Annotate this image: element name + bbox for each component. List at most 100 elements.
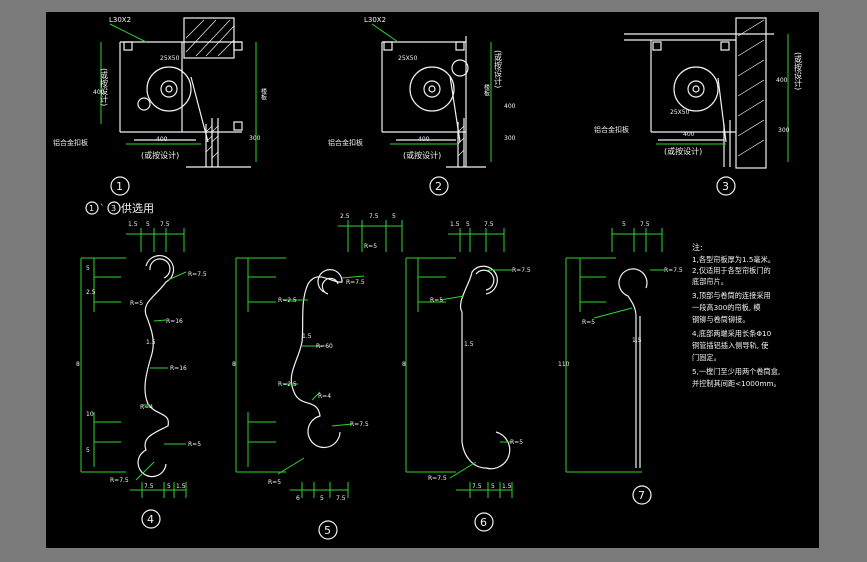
svg-text:R=7.5: R=7.5 bbox=[188, 271, 207, 278]
profile7-number: 7 bbox=[638, 489, 645, 502]
note-line: 4,底部两端采用长条Φ10 bbox=[692, 329, 772, 338]
svg-text:R=2.5: R=2.5 bbox=[278, 297, 297, 304]
svg-text:R=4: R=4 bbox=[318, 393, 331, 400]
profile-5: 2.5 7.5 5 6 5 7.5 R=5 R=7.5 R=2.5 R=60 R… bbox=[232, 213, 403, 540]
svg-text:2.5: 2.5 bbox=[86, 289, 96, 296]
detail3-h300-label: 300 bbox=[778, 127, 790, 134]
detail1-dim-label: 25X50 bbox=[160, 55, 180, 62]
svg-text:7.5: 7.5 bbox=[144, 483, 154, 490]
svg-text:R=5: R=5 bbox=[364, 243, 377, 250]
detail3-side-label: (或按设计) bbox=[794, 52, 803, 90]
note-line: 3,顶部与卷筒的连接采用 bbox=[692, 291, 771, 300]
detail2-l30-label: L30X2 bbox=[364, 16, 386, 24]
svg-text:7.5: 7.5 bbox=[369, 213, 379, 220]
svg-text:R=5: R=5 bbox=[430, 297, 443, 304]
profile4-number: 4 bbox=[147, 513, 154, 526]
svg-text:R=5: R=5 bbox=[130, 300, 143, 307]
detail2-number: 2 bbox=[435, 180, 442, 193]
select-note-text: 供选用 bbox=[121, 201, 154, 215]
cad-drawing-canvas: L30X2 25X50 400 (或按设计) 楼板 300 400 铝合金扣板 … bbox=[46, 12, 819, 548]
svg-text:R=7.5: R=7.5 bbox=[512, 267, 531, 274]
svg-text:R=7.5: R=7.5 bbox=[664, 267, 683, 274]
notes-title: 注: bbox=[692, 242, 703, 252]
detail2-bottom-label: (或按设计) bbox=[403, 150, 441, 160]
detail1-number: 1 bbox=[116, 180, 123, 193]
svg-text:8: 8 bbox=[76, 361, 80, 368]
profile5-number: 5 bbox=[324, 524, 331, 537]
svg-text:R=5: R=5 bbox=[582, 319, 595, 326]
svg-text:1.5: 1.5 bbox=[502, 483, 512, 490]
svg-text:`: ` bbox=[100, 203, 105, 214]
detail3-bottom-label: (或按设计) bbox=[664, 146, 702, 156]
svg-text:R=16: R=16 bbox=[166, 318, 183, 325]
svg-text:R=5: R=5 bbox=[188, 441, 201, 448]
svg-text:R=7.5: R=7.5 bbox=[346, 279, 365, 286]
svg-text:10: 10 bbox=[86, 411, 94, 418]
detail1-box-label: 楼板 bbox=[260, 87, 267, 101]
drawing-svg: L30X2 25X50 400 (或按设计) 楼板 300 400 铝合金扣板 … bbox=[53, 16, 803, 540]
profile6-number: 6 bbox=[480, 516, 487, 529]
notes-block: 注: 1,各型帘板厚为1.5毫米。 2,仅适用于各型帘板门的 底部帘片。 3,顶… bbox=[692, 242, 781, 388]
svg-text:1.5: 1.5 bbox=[302, 333, 312, 340]
svg-text:R=7.5: R=7.5 bbox=[350, 421, 369, 428]
svg-text:R=5: R=5 bbox=[510, 439, 523, 446]
svg-text:5: 5 bbox=[167, 483, 171, 490]
svg-text:5: 5 bbox=[320, 495, 324, 502]
note-line: 门固定。 bbox=[692, 353, 721, 362]
note-line: 铜管插铝插入侧导轨, 使 bbox=[692, 341, 768, 350]
note-line: 并控制其间距<1000mm。 bbox=[692, 379, 781, 388]
detail1-side-label: (或按设计) bbox=[100, 68, 109, 106]
detail-2: L30X2 25X50 400 (或按设计) 楼板 300 400 铝合金扣板 … bbox=[328, 16, 516, 196]
detail1-plate-label: 铝合金扣板 bbox=[53, 138, 88, 147]
detail3-number: 3 bbox=[722, 180, 729, 193]
note-line: 钢铆与卷筒铆接。 bbox=[692, 315, 750, 324]
note-line: 1,各型帘板厚为1.5毫米。 bbox=[692, 255, 775, 264]
detail1-h300-label: 300 bbox=[249, 135, 261, 142]
svg-text:R=16: R=16 bbox=[170, 365, 187, 372]
detail-3: 25X50 400 (或按设计) 300 400 铝合金扣板 (或按设计) 3 bbox=[594, 17, 803, 196]
svg-text:R=4: R=4 bbox=[140, 404, 153, 411]
svg-text:R=7.5: R=7.5 bbox=[428, 475, 447, 482]
detail3-plate-label: 铝合金扣板 bbox=[594, 125, 629, 134]
svg-text:3: 3 bbox=[111, 204, 116, 213]
svg-text:1.5: 1.5 bbox=[128, 221, 138, 228]
svg-text:1.5: 1.5 bbox=[176, 483, 186, 490]
detail2-box-label: 楼板 bbox=[483, 83, 490, 97]
svg-text:5: 5 bbox=[466, 221, 470, 228]
detail-1: L30X2 25X50 400 (或按设计) 楼板 300 400 铝合金扣板 … bbox=[53, 16, 267, 196]
profile-7: 5 7.5 R=7.5 R=5 110 1.5 7 bbox=[558, 221, 683, 505]
detail3-h400-label: 400 bbox=[776, 77, 788, 84]
detail2-plate-label: 铝合金扣板 bbox=[328, 138, 363, 147]
detail1-bottom-label: (或按设计) bbox=[141, 150, 179, 160]
svg-text:8: 8 bbox=[232, 361, 236, 368]
svg-text:110: 110 bbox=[558, 361, 570, 368]
detail1-l30-label: L30X2 bbox=[109, 16, 131, 24]
profile-6: 1.5 5 7.5 7.5 5 1.5 R=7.5 R=5 R=5 R=7.5 … bbox=[402, 221, 531, 532]
svg-text:5: 5 bbox=[491, 483, 495, 490]
svg-text:5: 5 bbox=[622, 221, 626, 228]
note-line: 2,仅适用于各型帘板门的 bbox=[692, 266, 771, 275]
svg-text:1.5: 1.5 bbox=[632, 337, 642, 344]
note-line: 5,一樘门至少用两个卷筒盒, bbox=[692, 367, 780, 376]
detail2-dim-label: 25X50 bbox=[398, 55, 418, 62]
svg-text:7.5: 7.5 bbox=[640, 221, 650, 228]
svg-text:8: 8 bbox=[402, 361, 406, 368]
svg-text:1.5: 1.5 bbox=[450, 221, 460, 228]
svg-text:7.5: 7.5 bbox=[484, 221, 494, 228]
detail3-w400-label: 400 bbox=[683, 131, 695, 138]
detail1-h400-label: 400 bbox=[93, 89, 105, 96]
detail2-h400-label: 400 bbox=[504, 103, 516, 110]
svg-text:6: 6 bbox=[296, 495, 300, 502]
svg-text:R=7.5: R=7.5 bbox=[110, 477, 129, 484]
detail2-h300-label: 300 bbox=[504, 135, 516, 142]
note-line: 一段高300的帘板, 模 bbox=[692, 303, 761, 312]
svg-text:5: 5 bbox=[86, 447, 90, 454]
svg-text:1.5: 1.5 bbox=[464, 341, 474, 348]
detail3-dim-label: 25X50 bbox=[670, 109, 690, 116]
svg-text:5: 5 bbox=[392, 213, 396, 220]
detail1-w400-label: 400 bbox=[156, 136, 168, 143]
detail2-w400-label: 400 bbox=[418, 136, 430, 143]
svg-text:7.5: 7.5 bbox=[160, 221, 170, 228]
svg-text:R=2.5: R=2.5 bbox=[278, 381, 297, 388]
svg-text:7.5: 7.5 bbox=[472, 483, 482, 490]
